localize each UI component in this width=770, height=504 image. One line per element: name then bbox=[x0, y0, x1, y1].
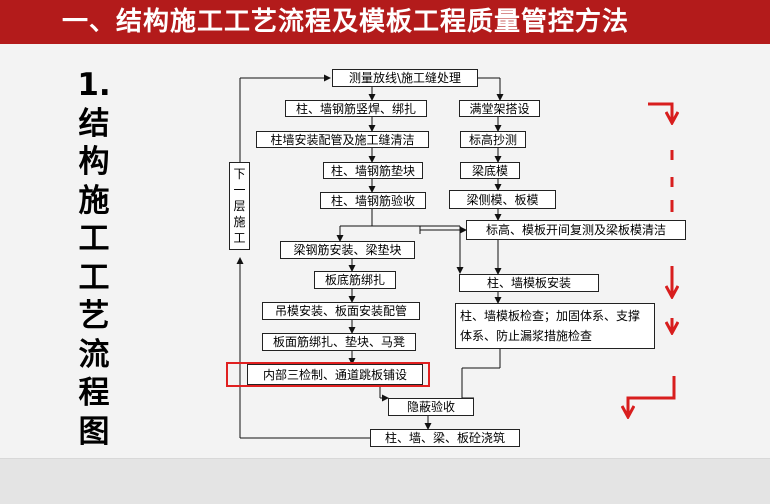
bottom-band bbox=[0, 458, 770, 504]
step-hanging-form: 吊模安装、板面安装配管 bbox=[262, 302, 420, 320]
step-form-inspect: 柱、墙模板检查；加固体系、支撑体系、防止漏浆措施检查 bbox=[455, 303, 655, 349]
step-level-survey: 标高抄测 bbox=[460, 131, 526, 148]
step-rebar-inspect: 柱、墙钢筋验收 bbox=[320, 192, 426, 209]
side-title: 1. 结 构 施 工 工 艺 流 程 图 bbox=[74, 66, 114, 451]
step-slab-top-rebar: 板面筋绑扎、垫块、马凳 bbox=[262, 333, 416, 351]
highlight-frame bbox=[226, 362, 430, 387]
page-title: 一、结构施工工艺流程及模板工程质量管控方法 bbox=[62, 7, 630, 37]
step-column-form: 柱、墙模板安装 bbox=[459, 274, 599, 292]
title-banner: 一、结构施工工艺流程及模板工程质量管控方法 bbox=[0, 0, 770, 44]
step-column-spacer: 柱、墙钢筋垫块 bbox=[323, 162, 423, 179]
step-beam-bottom-form: 梁底模 bbox=[460, 162, 520, 179]
step-pipe-clean: 柱墙安装配管及施工缝清洁 bbox=[256, 131, 429, 148]
side-title-char: 图 bbox=[78, 413, 110, 450]
step-next-floor: 下一层施工 bbox=[229, 162, 250, 250]
step-slab-bottom-rebar: 板底筋绑扎 bbox=[314, 271, 396, 289]
side-title-char: 1. bbox=[77, 67, 111, 103]
side-title-char: 流 bbox=[78, 336, 110, 373]
step-recheck: 标高、模板开间复测及梁板模清洁 bbox=[466, 220, 686, 240]
side-title-char: 结 bbox=[78, 105, 110, 142]
step-beam-rebar: 梁钢筋安装、梁垫块 bbox=[280, 241, 415, 259]
side-title-char: 艺 bbox=[78, 298, 110, 334]
side-title-char: 工 bbox=[78, 259, 110, 296]
side-title-char: 构 bbox=[78, 144, 110, 180]
step-pour: 柱、墙、梁、板砼浇筑 bbox=[370, 429, 520, 447]
step-column-rebar: 柱、墙钢筋竖焊、绑扎 bbox=[285, 100, 427, 117]
step-hidden-inspect: 隐蔽验收 bbox=[388, 398, 474, 416]
red-arrow-icon bbox=[628, 376, 676, 416]
red-arrow-icon bbox=[648, 102, 672, 122]
step-internal-check: 内部三检制、通道跳板铺设 bbox=[247, 364, 423, 385]
side-title-char: 施 bbox=[78, 182, 110, 219]
side-title-char: 程 bbox=[78, 375, 110, 411]
step-survey: 测量放线\施工缝处理 bbox=[332, 69, 478, 87]
step-scaffold: 满堂架搭设 bbox=[459, 100, 540, 117]
side-title-char: 工 bbox=[78, 221, 110, 257]
step-beam-side-form: 梁侧模、板模 bbox=[449, 190, 556, 209]
